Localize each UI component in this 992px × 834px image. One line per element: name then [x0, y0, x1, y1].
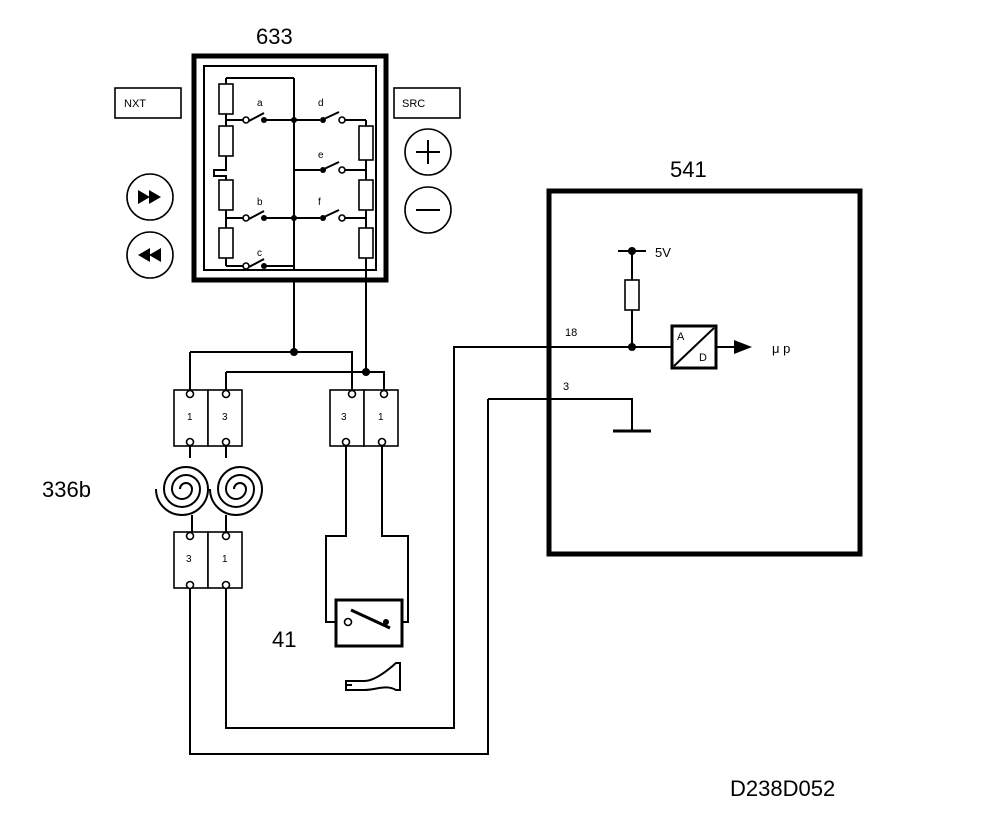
svg-text:a: a	[257, 98, 263, 109]
adc-converter: A D μ p	[632, 324, 790, 370]
horn-wires	[325, 446, 409, 623]
horn-label: 41	[272, 627, 296, 652]
svg-text:f: f	[318, 197, 321, 208]
switch-b[interactable]: b	[226, 197, 294, 222]
source-button[interactable]: SRC	[393, 87, 461, 119]
left-resistor-ladder	[213, 77, 295, 270]
switch-f[interactable]: f	[291, 197, 366, 222]
switch-unit-wires	[189, 280, 385, 392]
svg-text:A: A	[677, 331, 685, 343]
svg-text:e: e	[318, 150, 324, 161]
switch-d[interactable]: d	[291, 98, 366, 124]
switch-unit-label: 633	[256, 24, 293, 49]
fast-forward-icon[interactable]	[126, 173, 174, 221]
ecu-housing	[546, 188, 863, 557]
svg-text:b: b	[257, 197, 263, 208]
clock-spring-coil-left	[155, 446, 210, 532]
svg-text:3: 3	[563, 381, 569, 393]
clock-spring-coil-right	[209, 446, 264, 532]
switch-unit-housing	[191, 53, 389, 283]
svg-text:c: c	[257, 248, 262, 259]
svg-text:3: 3	[222, 412, 228, 423]
switch-e[interactable]: e	[294, 150, 366, 174]
svg-text:μ p: μ p	[772, 341, 790, 356]
connector-upper-right: 3 1	[329, 389, 399, 447]
svg-text:NXT: NXT	[124, 98, 146, 110]
svg-text:D: D	[699, 352, 707, 364]
ecu-label: 541	[670, 157, 707, 182]
plus-icon[interactable]	[404, 128, 452, 176]
svg-text:1: 1	[187, 412, 193, 423]
svg-text:18: 18	[565, 327, 577, 339]
connector-lower: 3 1	[173, 531, 243, 590]
svg-text:1: 1	[378, 412, 384, 423]
switch-unit-inner-frame	[203, 65, 377, 271]
svg-text:d: d	[318, 98, 324, 109]
switch-a[interactable]: a	[226, 98, 294, 124]
svg-text:3: 3	[186, 554, 192, 565]
ecu-pins: 18 3	[488, 327, 651, 433]
ecu-supply: 5V	[618, 245, 671, 351]
svg-text:5V: 5V	[655, 245, 671, 260]
next-button[interactable]: NXT	[114, 87, 182, 119]
svg-text:SRC: SRC	[402, 98, 425, 110]
svg-text:3: 3	[341, 412, 347, 423]
switch-c[interactable]: c	[226, 248, 294, 270]
horn-icon	[345, 662, 401, 691]
right-resistor-ladder	[294, 119, 374, 280]
harness-wires	[189, 346, 632, 755]
minus-icon[interactable]	[404, 186, 452, 234]
connector-upper-left: 1 3	[173, 389, 243, 447]
rewind-icon[interactable]	[126, 231, 174, 279]
drawing-id: D238D052	[730, 776, 835, 801]
svg-text:1: 1	[222, 554, 228, 565]
horn-relay	[334, 598, 404, 648]
clock-spring-label: 336b	[42, 477, 91, 502]
